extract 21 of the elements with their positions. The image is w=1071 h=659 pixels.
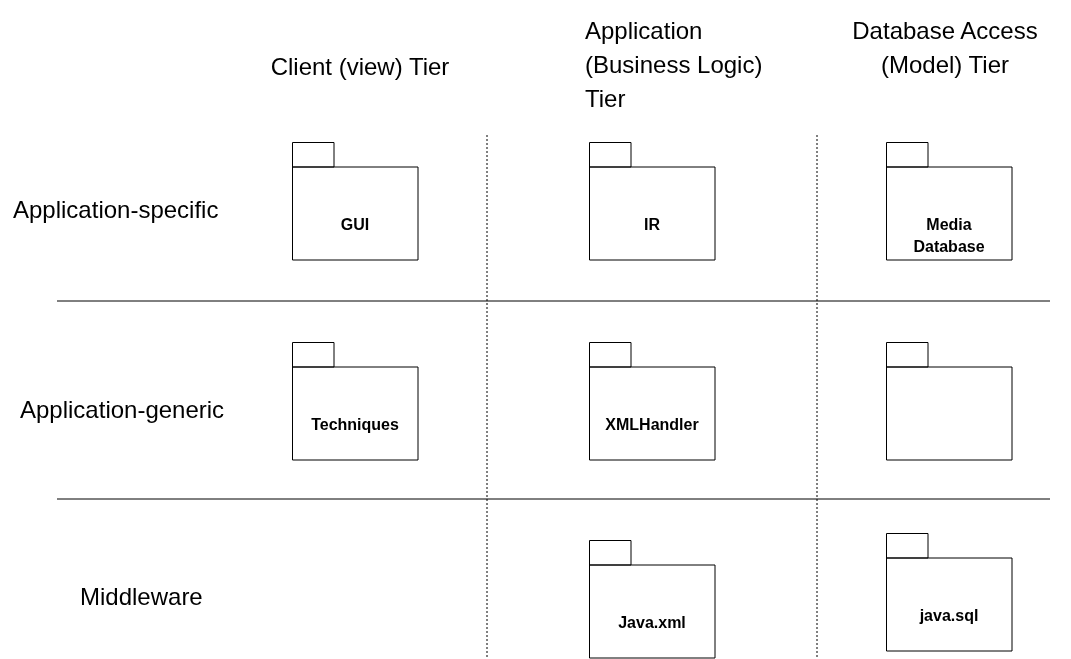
package-name: Media Database — [912, 214, 986, 257]
package-folder — [886, 142, 1013, 261]
package-folder — [292, 342, 419, 461]
package-name: IR — [643, 214, 661, 235]
package-folder — [292, 142, 419, 261]
column-heading: Application (Business Logic) Tier — [585, 16, 764, 114]
package-folder — [589, 342, 716, 461]
row-heading: Application-specific — [13, 195, 219, 225]
package-folder — [886, 342, 1013, 461]
row-heading: Middleware — [80, 582, 203, 612]
column-heading: Client (view) Tier — [270, 52, 450, 82]
row-heading: Application-generic — [20, 395, 225, 425]
package-name: GUI — [339, 214, 371, 235]
column-heading: Database Access (Model) Tier — [851, 16, 1039, 80]
package-folder — [589, 142, 716, 261]
package-name: java.sql — [918, 605, 980, 626]
package-name: Techniques — [310, 414, 400, 435]
package-folder — [886, 533, 1013, 652]
package-name: Java.xml — [617, 612, 687, 633]
package-folder — [589, 540, 716, 659]
package-name: XMLHandler — [604, 414, 700, 435]
